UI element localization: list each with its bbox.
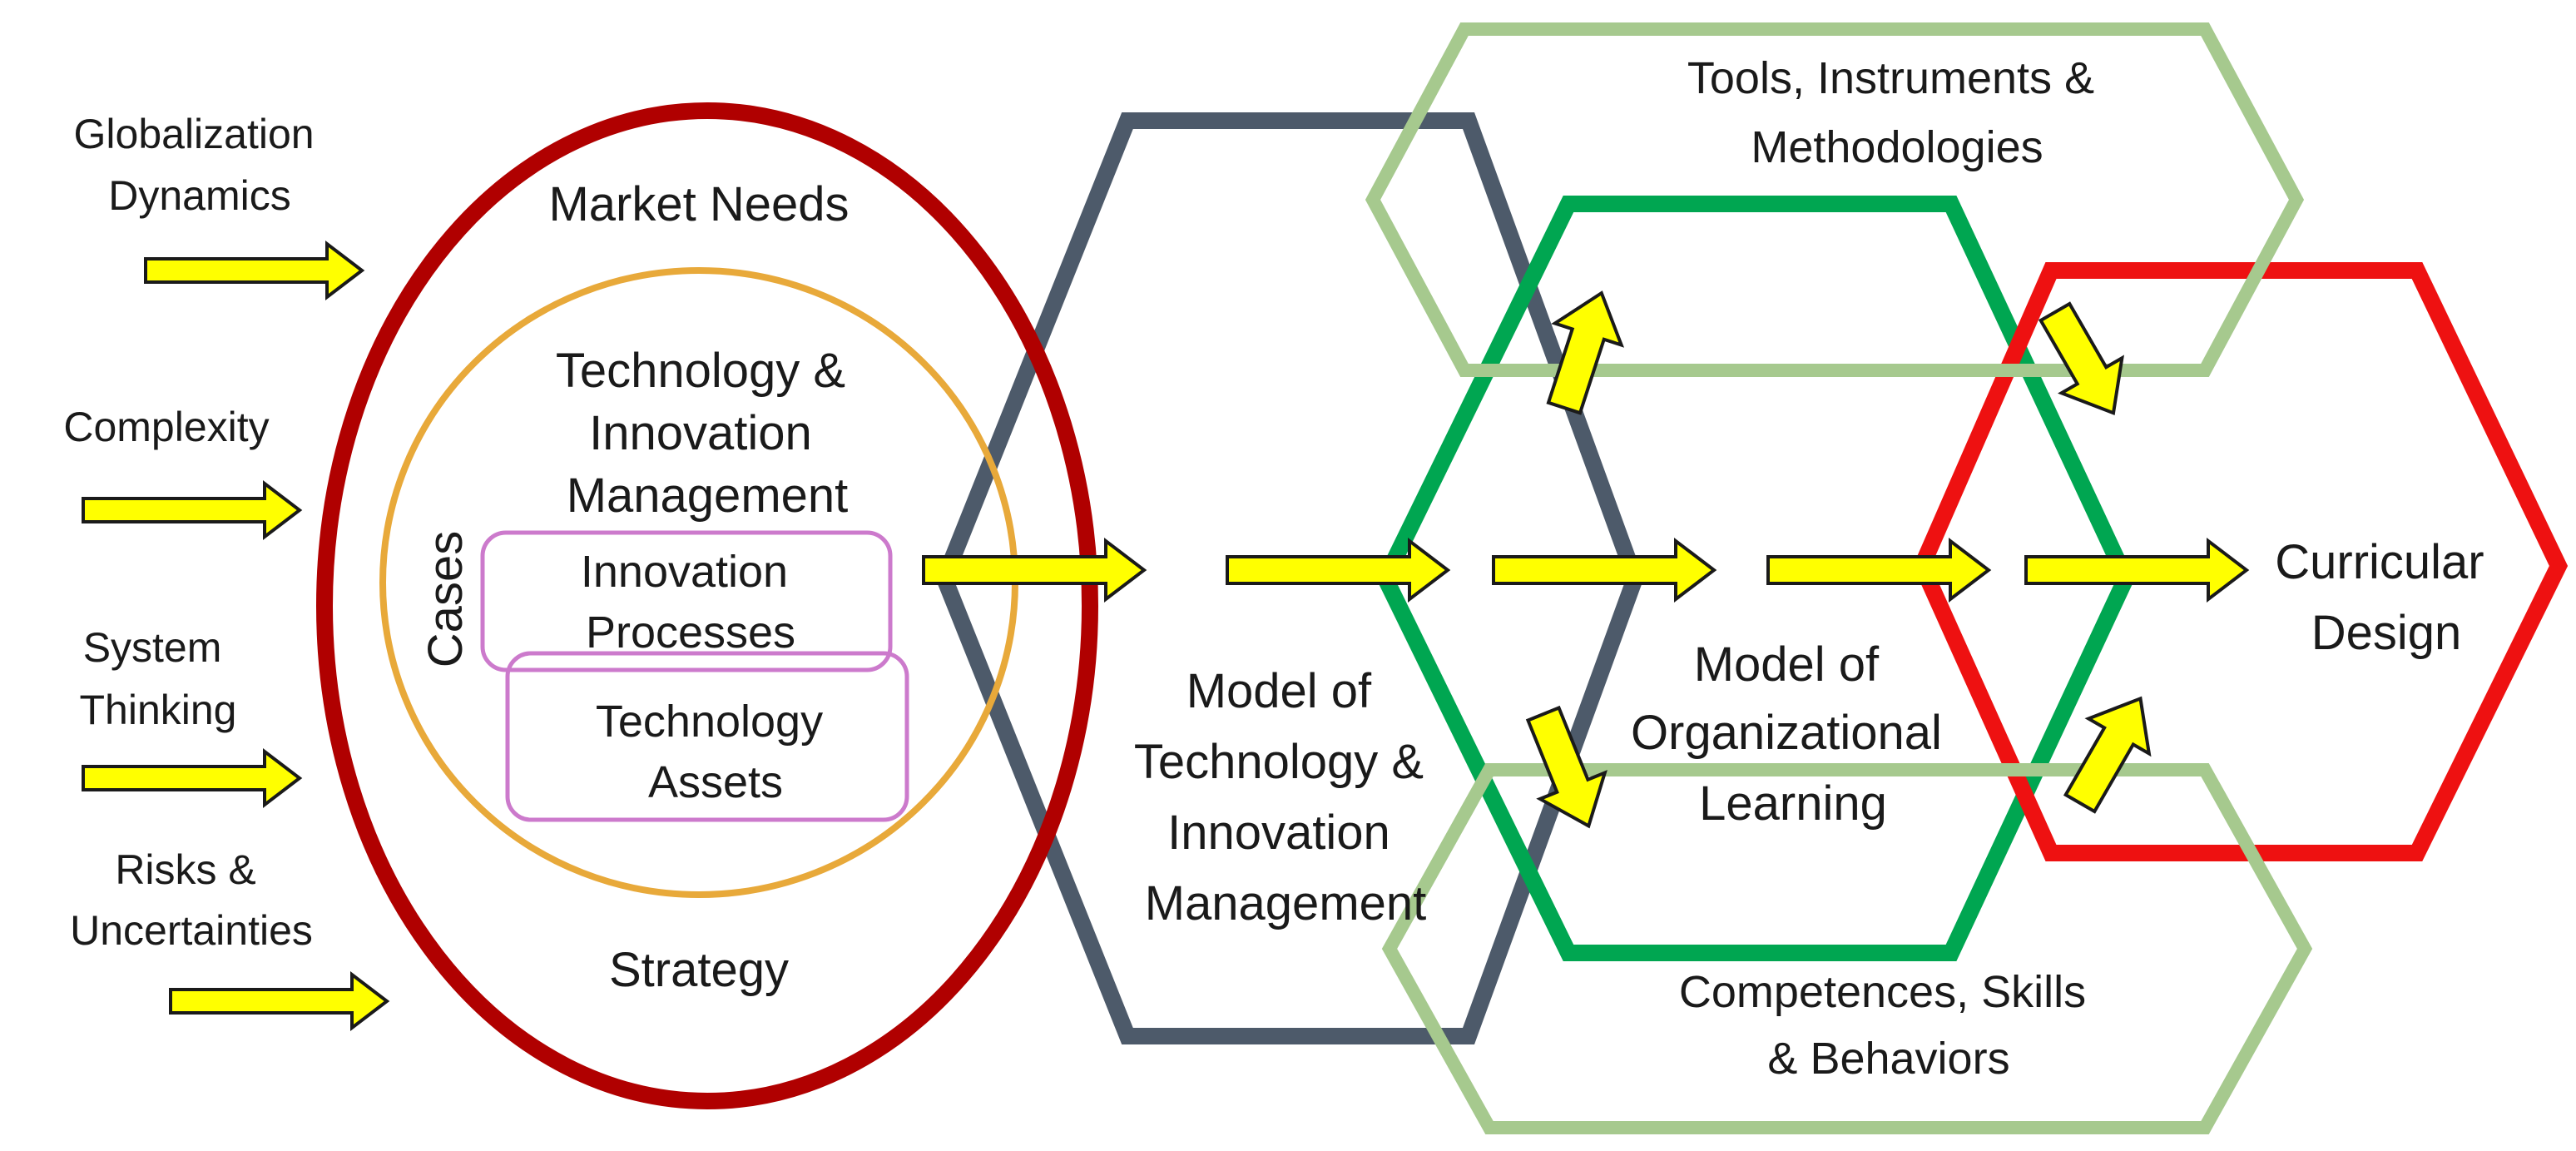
tim-inner-title: Technology & Innovation Management [556, 344, 859, 523]
arrow-down-comp [1525, 705, 1608, 829]
flow-arrows [82, 240, 2250, 1032]
arrow-globalization [144, 240, 365, 301]
competences-label: Competences, Skills & Behaviors [1679, 967, 2098, 1084]
input-label-system-thinking: System Thinking [80, 624, 237, 733]
org-learning-label: Model of Organizational Learning [1631, 638, 1955, 831]
arrow-mid-2 [1492, 537, 1717, 603]
hex-tools [1365, 22, 2305, 377]
arrow-down-curric [2038, 301, 2124, 416]
arrow-complexity [82, 479, 303, 541]
arrow-risks [169, 970, 390, 1032]
curricular-label: Curricular Design [2275, 535, 2498, 660]
input-label-complexity: Complexity [63, 404, 269, 450]
market-needs-label: Market Needs [548, 177, 849, 231]
innovation-processes-label: Innovation Processes [581, 547, 800, 657]
arrow-mid-4 [2024, 537, 2250, 603]
strategy-label: Strategy [609, 943, 789, 997]
technology-assets-label: Technology Assets [596, 697, 835, 807]
technology-assets-box [505, 651, 909, 822]
tools-label: Tools, Instruments & Methodologies [1687, 53, 2107, 172]
arrow-up-curric [2063, 696, 2152, 814]
input-label-risks: Risks & Uncertainties [70, 846, 313, 954]
arrow-mid-3 [1766, 537, 1992, 603]
arrow-mid-1 [1226, 537, 1451, 603]
arrow-ellipse-out [922, 537, 1147, 603]
innovation-processes-box [480, 530, 893, 672]
arrow-system [82, 747, 303, 809]
input-label-globalization: Globalization Dynamics [74, 111, 326, 219]
hex-competences [1381, 763, 2313, 1134]
cases-label: Cases [419, 531, 473, 667]
tim-model-label: Model of Technology & Innovation Managem… [1134, 664, 1437, 930]
outer-ellipse [316, 102, 1098, 1109]
arrow-up-tools [1546, 290, 1625, 415]
